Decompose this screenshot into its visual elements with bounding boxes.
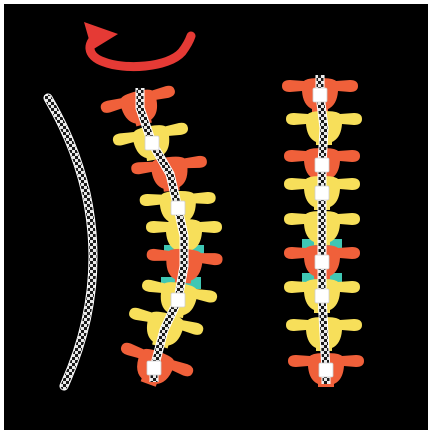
- pedicle-screw: [147, 361, 161, 375]
- pedicle-screw: [145, 136, 159, 150]
- pedicle-screw: [315, 255, 329, 269]
- pedicle-screw: [319, 363, 333, 377]
- pedicle-screw: [171, 201, 185, 215]
- pedicle-screw: [315, 186, 329, 200]
- spinal-rod: [320, 75, 326, 384]
- pedicle-screw: [313, 88, 327, 102]
- pedicle-screw: [171, 293, 185, 307]
- pedicle-screw: [315, 158, 329, 172]
- pedicle-screw: [315, 289, 329, 303]
